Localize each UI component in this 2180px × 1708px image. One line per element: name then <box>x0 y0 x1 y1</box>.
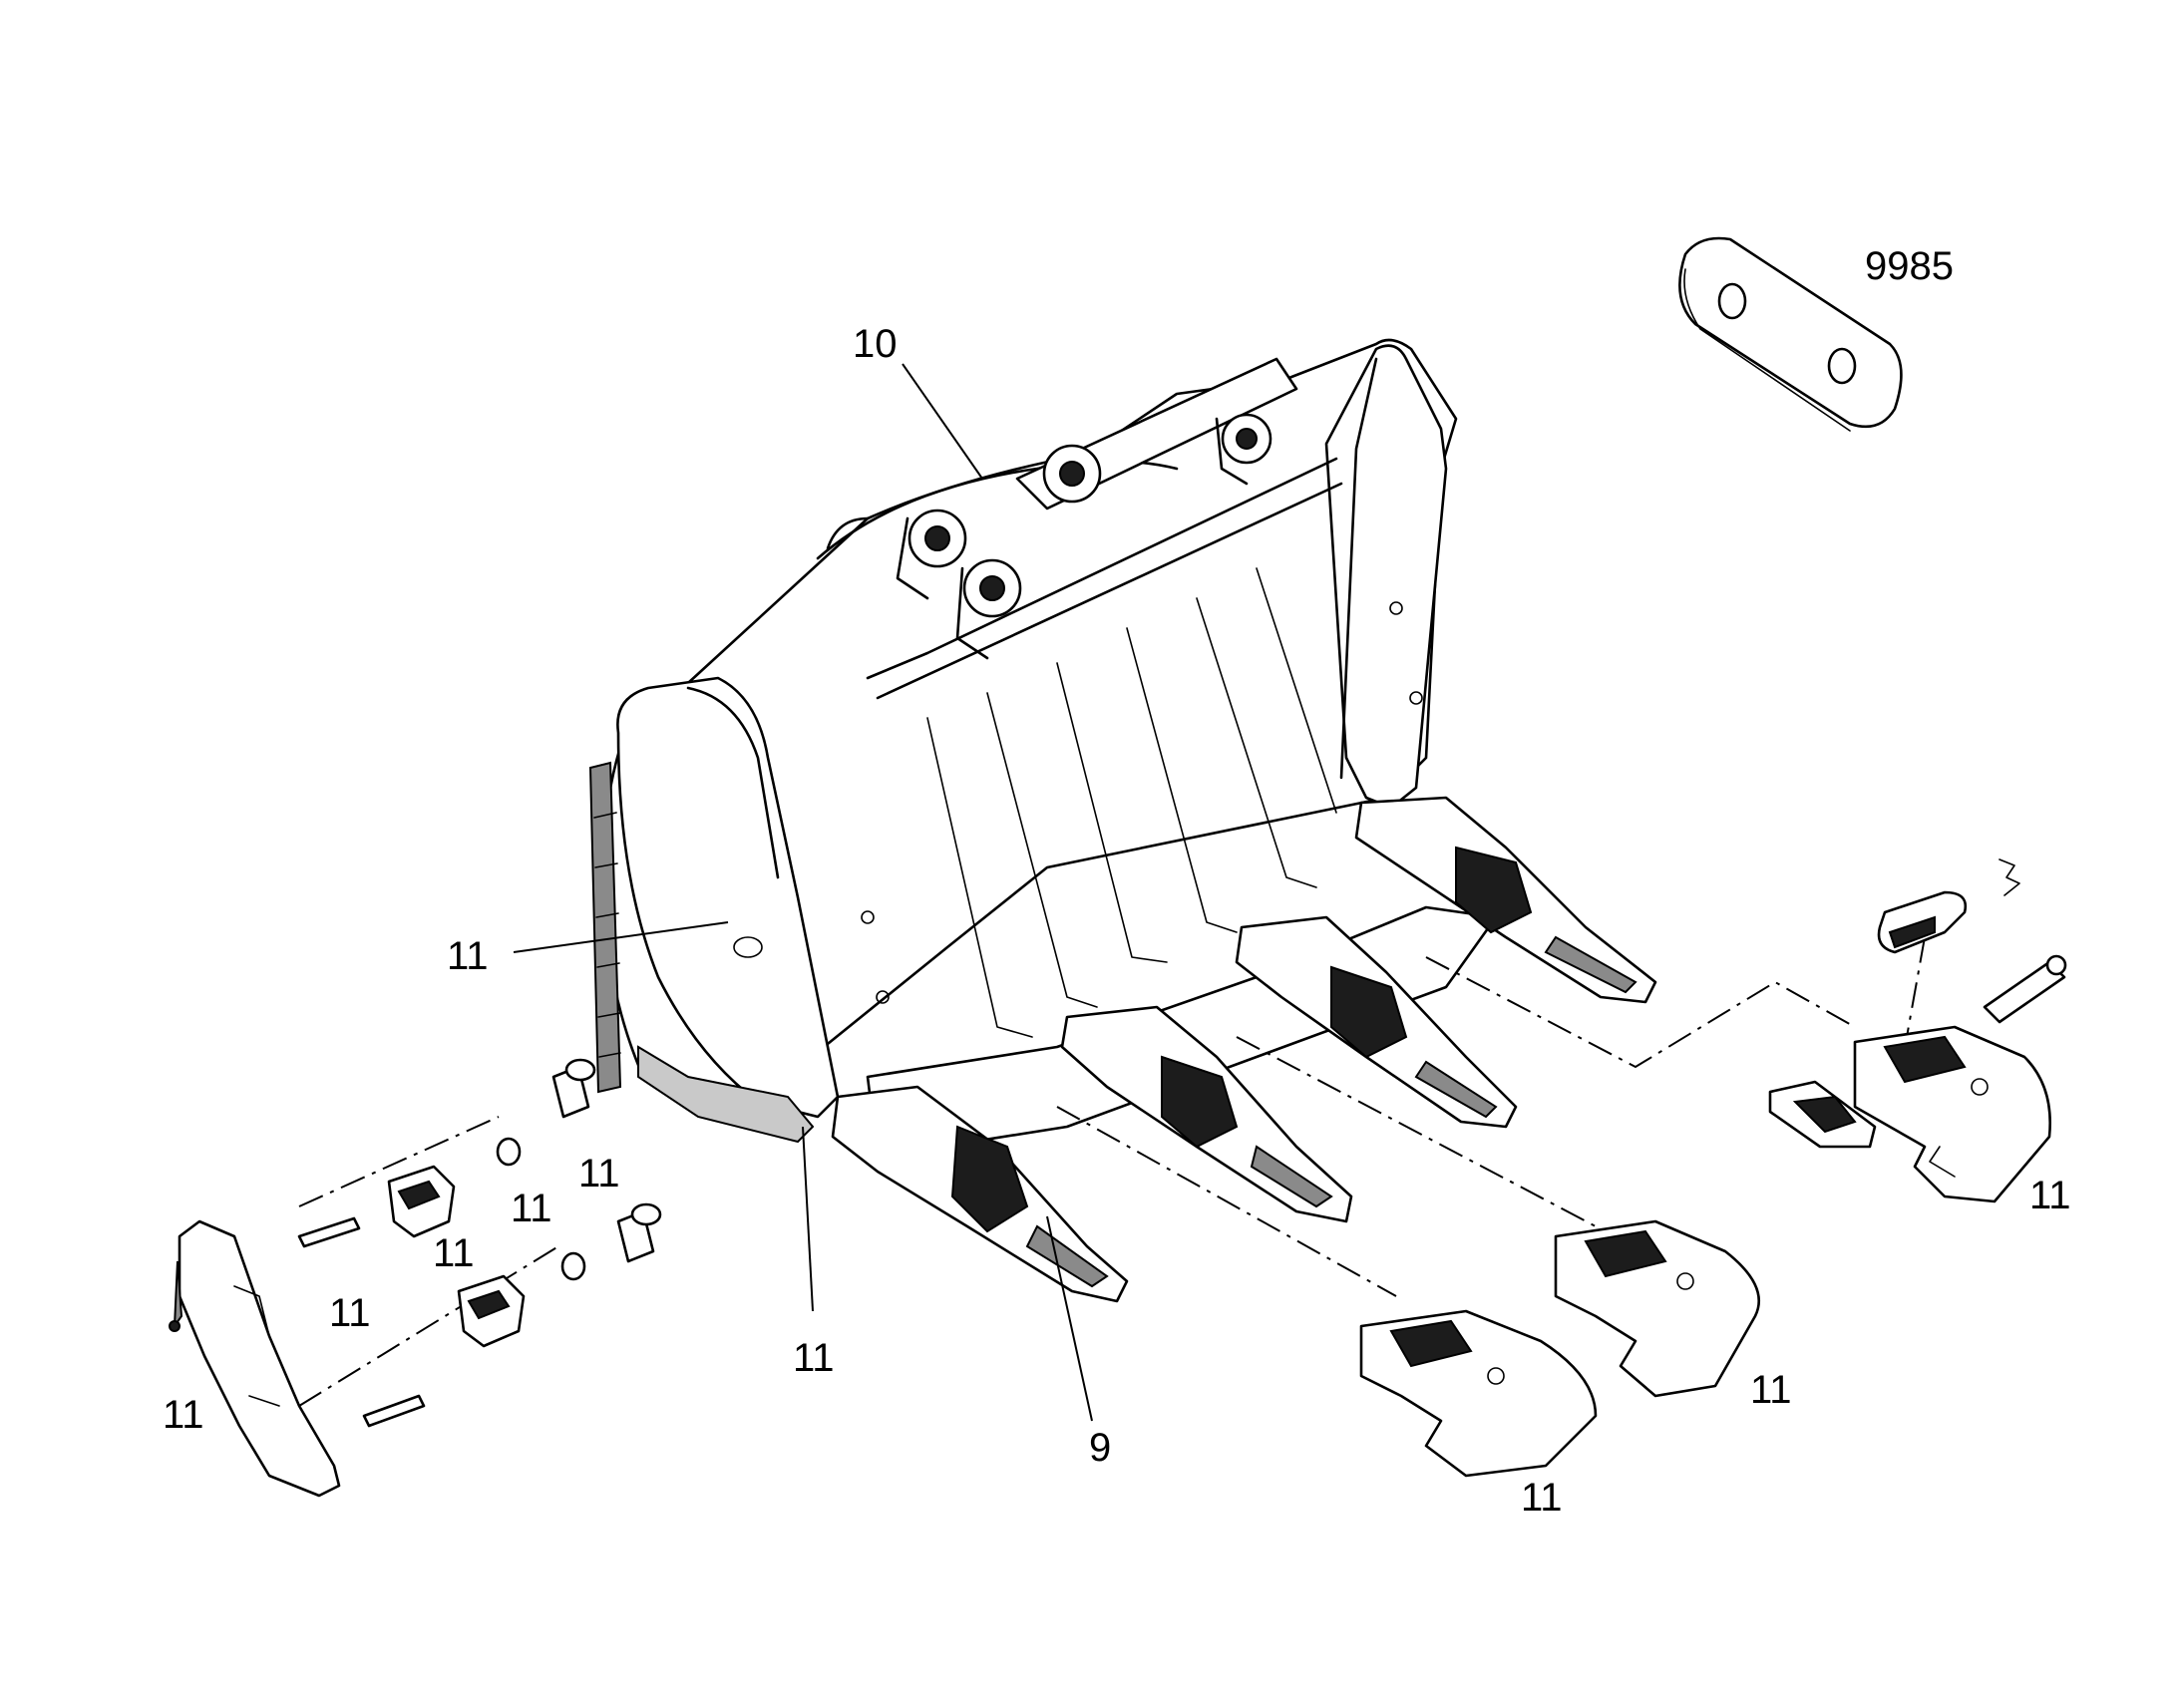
tooth-3 <box>1235 915 1518 1129</box>
callout-tip-mid: 11 <box>1750 1368 1792 1412</box>
callout-tooth: 9 <box>1089 1426 1111 1470</box>
leader-lines <box>513 363 1093 1422</box>
tip-mid-part <box>1554 1219 1760 1398</box>
tooth-2 <box>1060 1005 1353 1223</box>
callout-side-cutter: 11 <box>447 934 489 978</box>
callout-tip-bottom: 11 <box>1521 1476 1563 1520</box>
tip-bottom-part <box>1359 1309 1598 1478</box>
callout-corner-edge: 11 <box>793 1336 835 1380</box>
callout-pin-d: 11 <box>329 1291 371 1335</box>
left-hardware <box>169 1058 662 1498</box>
plate-part <box>1678 236 1903 432</box>
callout-labels: 9985 10 11 11 9 11 11 11 11 11 11 11 11 <box>163 244 2071 1520</box>
callout-side-shroud: 11 <box>163 1393 204 1437</box>
callout-bucket: 10 <box>853 322 898 366</box>
tooth-4 <box>1354 796 1657 1004</box>
callout-pin-c: 11 <box>433 1231 475 1275</box>
tip-right-part <box>1853 1025 2051 1203</box>
callout-plate: 9985 <box>1865 244 1954 288</box>
callout-pin-b: 11 <box>511 1187 552 1230</box>
right-hardware <box>1768 858 2067 1149</box>
callout-pin-a: 11 <box>578 1152 620 1196</box>
callout-tip-right: 11 <box>2029 1174 2071 1217</box>
assembly-lines <box>298 936 1926 1407</box>
